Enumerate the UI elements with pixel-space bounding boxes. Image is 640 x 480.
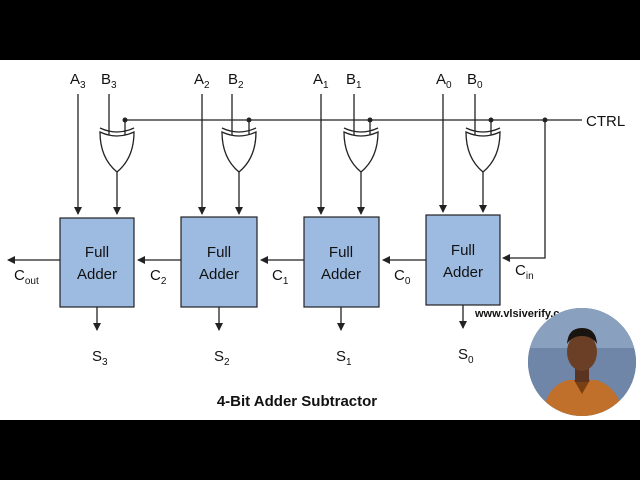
xor-gate-2: [221, 127, 257, 173]
cout-label: Cout: [14, 267, 39, 287]
c2-label: C2: [150, 267, 167, 287]
xor-gate-0: [465, 127, 501, 173]
full-adder-2: [180, 216, 258, 308]
presenter-webcam: [528, 308, 636, 416]
s2-label: S2: [214, 348, 230, 368]
fa3-label-line2: Adder: [77, 266, 117, 283]
fa3-label-line1: Full: [85, 244, 109, 261]
a3-label: A3: [70, 71, 86, 91]
stage-3: A3 B3 Full Adder Cout S3: [7, 71, 135, 368]
a0-label: A0: [436, 71, 452, 91]
c0-label: C0: [394, 267, 411, 287]
junction-dot: [246, 117, 252, 123]
c1-label: C1: [272, 267, 289, 287]
fa1-label-line2: Adder: [321, 266, 361, 283]
xor-gate-1: [343, 127, 379, 173]
letterbox-bottom: [0, 420, 640, 480]
fa0-label-line1: Full: [451, 242, 475, 259]
cin-label: Cin: [515, 262, 534, 282]
full-adder-0: [425, 214, 501, 306]
stage-0: A0 B0 Full Adder S0: [425, 71, 501, 366]
diagram-title: 4-Bit Adder Subtractor: [217, 393, 377, 410]
b1-label: B1: [346, 71, 362, 91]
junction-dot: [367, 117, 373, 123]
fa1-label-line1: Full: [329, 244, 353, 261]
ctrl-label: CTRL: [586, 113, 625, 130]
b2-label: B2: [228, 71, 244, 91]
b3-label: B3: [101, 71, 117, 91]
fa0-label-line2: Adder: [443, 264, 483, 281]
cin-wire: [502, 120, 546, 262]
stage-2: A2 B2 Full Adder S2: [180, 71, 258, 368]
s0-label: S0: [458, 346, 474, 366]
a1-label: A1: [313, 71, 329, 91]
stage-1: A1 B1 Full Adder S1: [303, 71, 380, 368]
xor-gate-3: [99, 127, 135, 173]
watermark-url: www.vlsiverify.c: [474, 308, 559, 320]
fa2-label-line1: Full: [207, 244, 231, 261]
junction-dot: [542, 117, 548, 123]
junction-dot: [488, 117, 494, 123]
full-adder-3: [59, 217, 135, 308]
s1-label: S1: [336, 348, 352, 368]
fa2-label-line2: Adder: [199, 266, 239, 283]
b0-label: B0: [467, 71, 483, 91]
junction-dot: [122, 117, 128, 123]
full-adder-1: [303, 216, 380, 308]
a2-label: A2: [194, 71, 210, 91]
s3-label: S3: [92, 348, 108, 368]
letterbox-top: [0, 0, 640, 60]
